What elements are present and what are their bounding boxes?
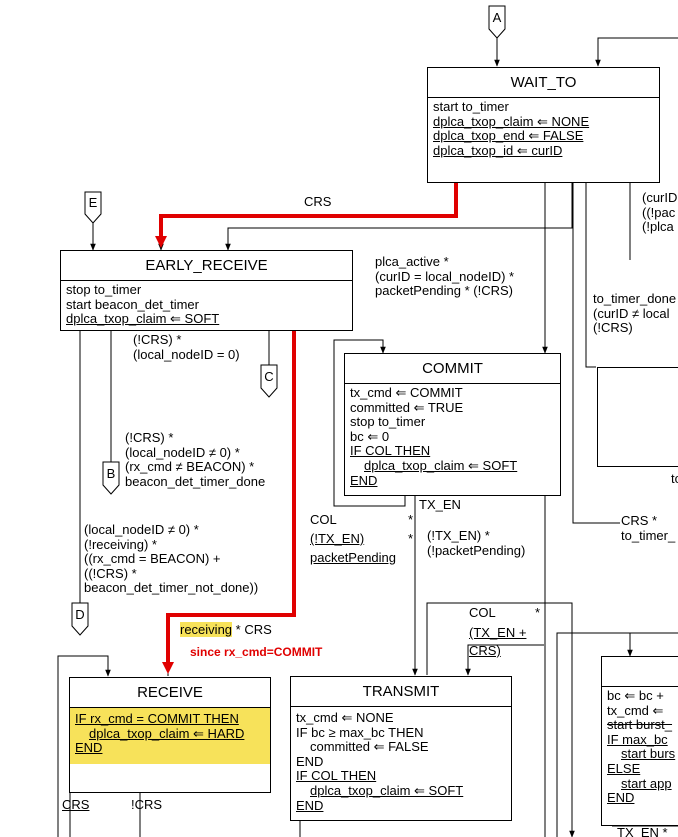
- state-line: IF bc ≥ max_bc THEN: [296, 724, 424, 740]
- transition-right-top: (curID ((!pac (!plca: [642, 190, 678, 235]
- state-line: tx_cmd ⇐: [607, 702, 664, 718]
- transition-not-crs-local-nonzero: (!CRS) * (local_nodeID ≠ 0) * (rx_cmd ≠ …: [125, 430, 266, 489]
- state-title: EARLY_RECEIVE: [61, 251, 352, 281]
- connector-d-shape: [71, 602, 89, 636]
- connector-e: E: [88, 195, 98, 210]
- state-line: END: [296, 797, 324, 813]
- state-line: committed ⇐ FALSE: [310, 739, 429, 755]
- transition-tx-en-bottom: TX_EN *: [617, 825, 668, 837]
- transition-col-right: COL: [469, 605, 496, 620]
- highlight-path-crs: [159, 181, 458, 238]
- state-right-upper: [597, 367, 678, 467]
- state-commit: COMMIT tx_cmd ⇐ COMMIT committed ⇐ TRUE …: [344, 353, 561, 496]
- wire-wait-to-return: [595, 37, 678, 67]
- transition-tx-en: TX_EN: [419, 497, 461, 512]
- state-title: WAIT_TO: [428, 68, 659, 98]
- state-line: END: [350, 472, 378, 488]
- state-line: IF rx_cmd = COMMIT THEN: [75, 711, 239, 726]
- state-line: IF COL THEN: [296, 768, 377, 784]
- state-wait-to: WAIT_TO start to_timer dplca_txop_claim …: [427, 67, 660, 183]
- highlight-path-receive: [166, 331, 296, 664]
- state-line: start to_timer: [433, 99, 509, 114]
- state-line: stop to_timer: [66, 282, 142, 297]
- state-line: start app: [621, 775, 672, 791]
- transition-receiving-crs: receiving * CRS: [180, 622, 272, 637]
- state-line: start beacon_det_timer: [66, 296, 199, 312]
- state-right-lower: bc ⇐ bc + tx_cmd ⇐ start burst_ IF max_b…: [601, 656, 678, 826]
- wire-to-timer-done: [585, 183, 596, 368]
- transition-not-tx-en-not-pending: (!TX_EN) * (!packetPending): [427, 528, 526, 558]
- transition-tx-en-plus: (TX_EN +: [469, 625, 527, 640]
- transition-packet-pending: packetPending: [310, 550, 397, 565]
- state-title: TRANSMIT: [291, 677, 511, 707]
- connector-e-shape: [84, 191, 102, 224]
- wire-lower-right-2: [556, 632, 678, 837]
- transition-col-right-star: *: [535, 605, 541, 620]
- state-line: IF max_bc: [607, 731, 668, 747]
- transition-plca-active: plca_active * (curID = local_nodeID) * p…: [375, 254, 515, 299]
- state-title: RECEIVE: [70, 678, 270, 708]
- wire-commit-loop: [333, 339, 406, 507]
- state-line: bc ⇐ 0: [350, 428, 390, 444]
- wire-commit-right: [572, 183, 620, 524]
- state-line: start burs: [621, 746, 676, 762]
- annotation-since-commit: since rx_cmd=COMMIT: [190, 645, 323, 659]
- state-line: dplca_txop_claim ⇐ HARD: [89, 725, 245, 741]
- connector-a: A: [492, 10, 502, 25]
- state-transmit: TRANSMIT tx_cmd ⇐ NONE IF bc ≥ max_bc TH…: [290, 676, 512, 821]
- connector-b-shape: [102, 461, 120, 495]
- state-line: ELSE: [607, 760, 641, 776]
- transition-crs: CRS: [304, 194, 332, 209]
- connector-d: D: [75, 607, 85, 622]
- transition-crs-to-timer: CRS * to_timer_: [621, 513, 676, 543]
- wire-col-loop: [426, 602, 575, 837]
- connector-c-shape: [260, 364, 278, 398]
- state-line: tx_cmd ⇐ COMMIT: [350, 385, 463, 400]
- state-line: stop to_timer: [350, 414, 426, 430]
- state-line: END: [75, 740, 103, 756]
- transition-to-fragment: to: [671, 471, 678, 486]
- transition-receive-not-crs: !CRS: [131, 797, 163, 812]
- transition-col-left-star: *: [408, 512, 414, 527]
- transition-not-tx-en-star: *: [408, 531, 414, 546]
- connector-c: C: [264, 369, 274, 384]
- wire-crs-transmit: [465, 644, 544, 676]
- state-line: IF COL THEN: [350, 443, 431, 459]
- wire-receive-left: [57, 655, 111, 837]
- state-title: COMMIT: [345, 354, 560, 384]
- state-line: dplca_txop_claim ⇐ SOFT: [310, 782, 464, 798]
- wire-plca-active: [225, 183, 573, 251]
- transition-receive-crs: CRS: [62, 797, 90, 812]
- state-line: END: [296, 753, 324, 769]
- state-line: dplca_txop_end ⇐ FALSE: [433, 128, 584, 144]
- transition-col-left: COL: [310, 512, 337, 527]
- state-title: [602, 657, 678, 687]
- state-line: tx_cmd ⇐ NONE: [296, 710, 394, 725]
- state-line: END: [607, 790, 635, 806]
- state-line: dplca_txop_id ⇐ curID: [433, 142, 563, 158]
- state-early-receive: EARLY_RECEIVE stop to_timer start beacon…: [60, 250, 353, 331]
- state-line: start burst_: [607, 717, 673, 733]
- connector-b: B: [106, 466, 116, 481]
- transition-to-timer-done: to_timer_done (curID ≠ local (!CRS): [593, 291, 677, 336]
- state-line: dplca_txop_claim ⇐ NONE: [433, 113, 590, 129]
- state-line: dplca_txop_claim ⇐ SOFT: [66, 311, 220, 327]
- state-line: committed ⇐ TRUE: [350, 399, 464, 415]
- state-line: dplca_txop_claim ⇐ SOFT: [364, 457, 518, 473]
- connector-a-shape: [488, 5, 506, 39]
- transition-local-nonzero-receiving: (local_nodeID ≠ 0) * (!receiving) * ((rx…: [84, 522, 259, 596]
- transition-not-crs-local-zero: (!CRS) * (local_nodeID = 0): [133, 332, 240, 362]
- state-line: bc ⇐ bc +: [607, 688, 664, 703]
- transition-crs-close: CRS): [469, 643, 501, 658]
- transition-not-tx-en: (!TX_EN): [310, 531, 365, 546]
- state-receive: RECEIVE IF rx_cmd = COMMIT THEN dplca_tx…: [69, 677, 271, 793]
